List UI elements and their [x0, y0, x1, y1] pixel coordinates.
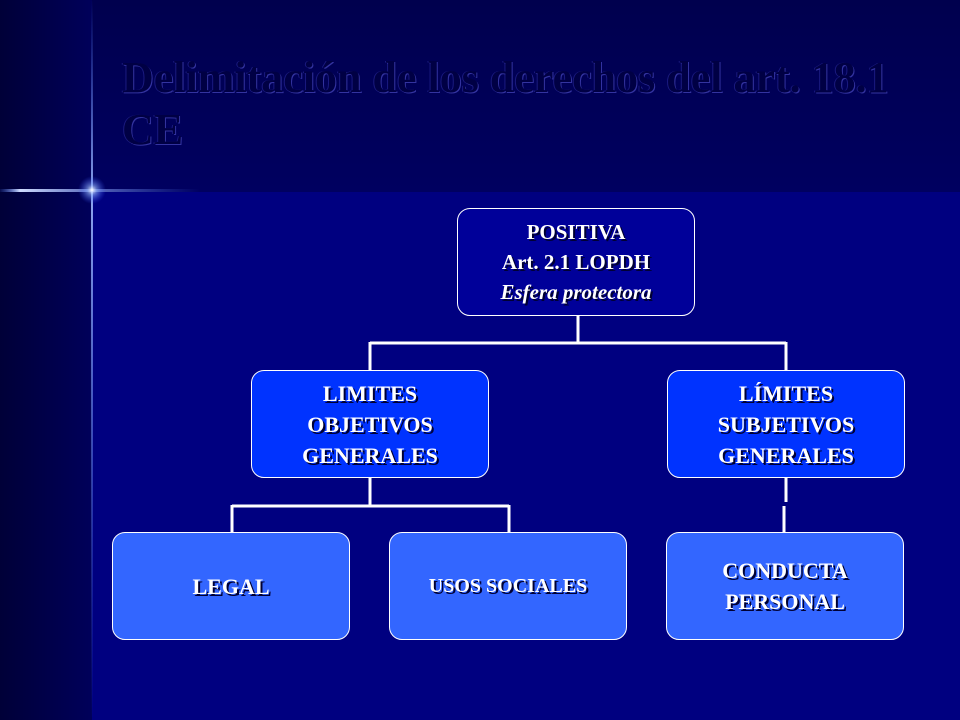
background-title-band [92, 0, 960, 192]
node-limites-objetivos: LIMITES OBJETIVOS GENERALES [251, 370, 489, 478]
slide-title: Delimitación de los derechos del art. 18… [122, 53, 889, 154]
node-usos-sociales-label: USOS SOCIALES [428, 574, 588, 597]
node-limites-subjetivos-line3: GENERALES [718, 442, 854, 468]
node-limites-subjetivos-line2: SUBJETIVOS [717, 411, 855, 437]
node-conducta-personal: CONDUCTA PERSONAL [666, 532, 904, 640]
node-legal: LEGAL [112, 532, 350, 640]
background-left-panel [0, 0, 92, 720]
node-limites-objetivos-line1: LIMITES [322, 380, 418, 406]
node-limites-subjetivos: LÍMITES SUBJETIVOS GENERALES [667, 370, 905, 478]
node-positiva-label: POSITIVA [526, 220, 626, 244]
node-limites-objetivos-line2: OBJETIVOS [307, 411, 433, 437]
node-limites-objetivos-line3: GENERALES [302, 442, 438, 468]
node-legal-label: LEGAL [192, 573, 270, 599]
node-conducta-personal-line2: PERSONAL [725, 589, 845, 614]
node-usos-sociales: USOS SOCIALES [389, 532, 627, 640]
node-positiva: POSITIVA Art. 2.1 LOPDH Esfera protector… [457, 208, 695, 316]
node-positiva-article: Art. 2.1 LOPDH [501, 250, 651, 274]
node-conducta-personal-line1: CONDUCTA [722, 558, 848, 583]
node-positiva-sphere: Esfera protectora [500, 280, 652, 304]
node-limites-subjetivos-line1: LÍMITES [738, 380, 834, 406]
